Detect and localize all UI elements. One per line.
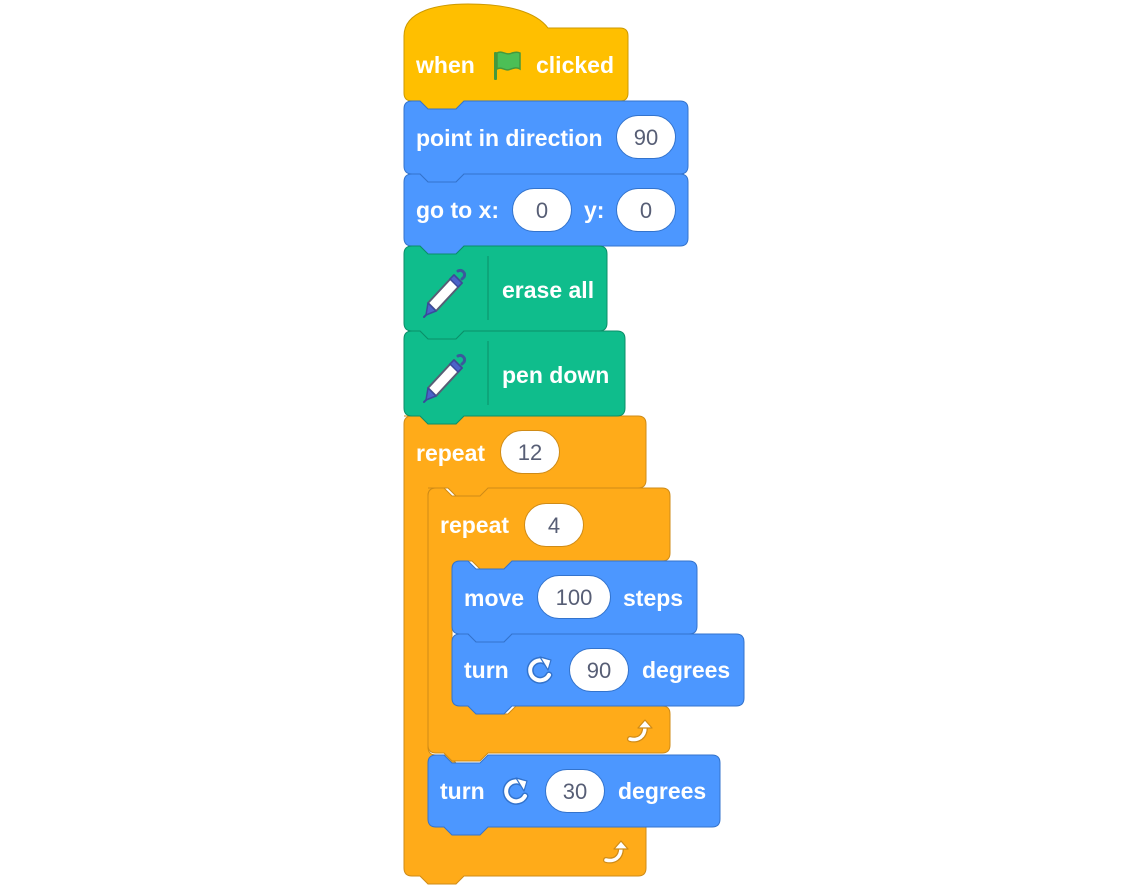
repeat-label: repeat: [416, 440, 486, 466]
pen-down-label: pen down: [502, 362, 610, 388]
go-to-x-label: go to x:: [416, 197, 500, 223]
turn-label: turn: [440, 778, 485, 804]
erase-all-label: erase all: [502, 277, 595, 303]
when-label: when: [416, 52, 475, 78]
loop-arrow-icon: [626, 717, 656, 750]
repeat-count-input[interactable]: 12: [500, 430, 560, 474]
degrees-label: degrees: [642, 657, 731, 683]
degrees-label: degrees: [618, 778, 707, 804]
degrees-input[interactable]: 90: [569, 648, 629, 692]
direction-input[interactable]: 90: [616, 115, 676, 159]
steps-label: steps: [623, 585, 684, 611]
green-flag-icon[interactable]: [490, 48, 524, 87]
y-input[interactable]: 0: [616, 188, 676, 232]
clicked-label: clicked: [536, 52, 614, 78]
degrees-input[interactable]: 30: [545, 769, 605, 813]
x-input[interactable]: 0: [512, 188, 572, 232]
repeat-count-input[interactable]: 4: [524, 503, 584, 547]
turn-label: turn: [464, 657, 509, 683]
y-label: y:: [584, 197, 605, 223]
rotate-right-icon: [498, 774, 532, 813]
pen-icon: [418, 350, 470, 411]
move-label: move: [464, 585, 525, 611]
loop-arrow-icon: [602, 838, 632, 871]
repeat-label: repeat: [440, 512, 510, 538]
pen-icon: [418, 265, 470, 326]
rotate-right-icon: [522, 653, 556, 692]
point-in-direction-label: point in direction: [416, 125, 603, 151]
steps-input[interactable]: 100: [537, 575, 611, 619]
